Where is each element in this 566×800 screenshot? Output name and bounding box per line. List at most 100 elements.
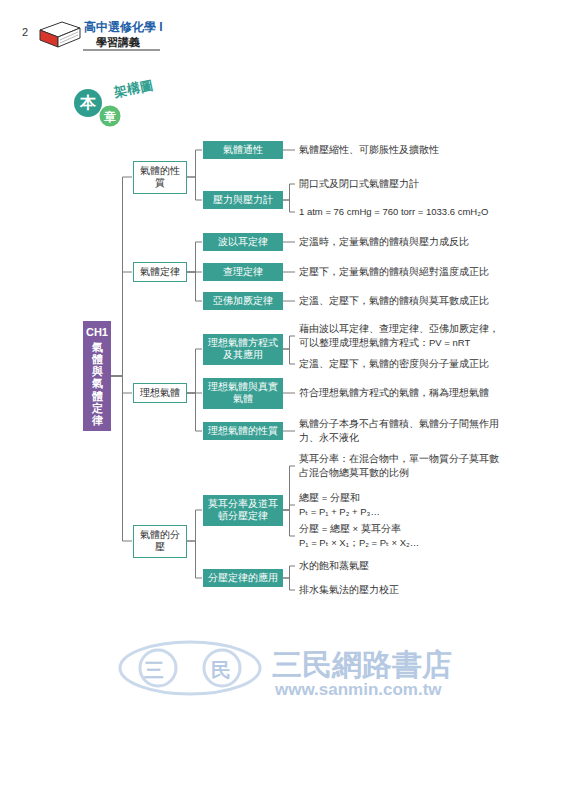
logo-circle (74, 89, 102, 117)
topic-box: 氣體定律 (133, 262, 187, 283)
tree-connector (283, 272, 295, 273)
book-icon (40, 22, 80, 47)
tree-connector (283, 510, 295, 536)
topic-box: 理想氣體 (133, 383, 187, 404)
tree-connector (187, 272, 202, 301)
watermark: 三民網路書店 (272, 645, 452, 686)
note-text: 定壓下，定量氣體的體積與絕對溫度成正比 (299, 265, 511, 279)
subtopic-box: 莫耳分率及道耳頓分壓定律 (203, 495, 283, 526)
box-label: 壓力與壓力計 (206, 194, 280, 207)
tree-connector (111, 272, 132, 376)
watermark-ring (120, 642, 260, 694)
book-front (40, 30, 58, 47)
note-text-block: 1 atm = 76 cmHg = 760 torr = 1033.6 cmH₂… (296, 205, 518, 219)
tree-connector (283, 301, 295, 302)
tree-connector (111, 376, 132, 541)
tree-connector (283, 336, 295, 349)
note-text-block: 開口式及閉口式氣體壓力計 (296, 177, 511, 191)
tree-connector (187, 541, 202, 578)
note-text: 氣體壓縮性、可膨脹性及擴散性 (299, 143, 511, 157)
note-text-block: 定溫、定壓下，氣體的體積與莫耳數成正比 (296, 294, 511, 308)
tree-connector (283, 200, 295, 212)
tree-connector (187, 150, 202, 177)
page-header: 2 (22, 26, 28, 38)
subtopic-box: 分壓定律的應用 (203, 569, 283, 588)
tree-connector (187, 393, 202, 431)
tree-connector (283, 505, 295, 510)
note-text-block: 定壓下，定量氣體的體積與絕對溫度成正比 (296, 265, 511, 279)
watermark-logo (120, 642, 260, 694)
note-text: 水的飽和蒸氣壓 (299, 559, 511, 573)
tree-connector (283, 150, 295, 151)
section-logo-text: 章 (104, 109, 116, 126)
page-line (60, 35, 78, 43)
tree-connector (283, 466, 295, 510)
tree-connector (187, 242, 202, 272)
box-label: 查理定律 (206, 266, 280, 279)
book-pages (58, 28, 80, 47)
note-text: 排水集氣法的壓力校正 (299, 583, 511, 597)
tree-connector (283, 349, 295, 364)
watermark: www.sanmin.com.tw (275, 680, 442, 700)
topic-box: 氣體的性質 (133, 161, 187, 194)
tree-connector (111, 177, 132, 376)
note-text: 1 atm = 76 cmHg = 760 torr = 1033.6 cmH₂… (299, 205, 518, 219)
box-label: 亞佛加厥定律 (206, 295, 280, 308)
note-text: 氣體分子本身不占有體積、氣體分子間無作用力、永不液化 (299, 417, 501, 446)
box-label: 氣體定律 (136, 266, 184, 279)
watermark: 三 (144, 657, 164, 684)
subtopic-box: 壓力與壓力計 (203, 191, 283, 210)
subtopic-box: 亞佛加厥定律 (203, 292, 283, 311)
note-text-block: 水的飽和蒸氣壓 (296, 559, 511, 573)
note-text: 符合理想氣體方程式的氣體，稱為理想氣體 (299, 386, 511, 400)
note-text-block: 定溫時，定量氣體的體積與壓力成反比 (296, 235, 511, 249)
box-label: 理想氣體方程式及其應用 (206, 337, 280, 362)
note-text: 藉由波以耳定律、查理定律、亞佛加厥定律，可以整理成理想氣體方程式：PV = nR… (299, 322, 506, 351)
note-text: 定溫、定壓下，氣體的體積與莫耳數成正比 (299, 294, 511, 308)
tree-connector (187, 349, 202, 393)
box-label: 莫耳分率及道耳頓分壓定律 (206, 498, 280, 523)
subtopic-box: 理想氣體方程式及其應用 (203, 334, 283, 365)
box-label: 波以耳定律 (206, 236, 280, 249)
box-label: 氣體的性質 (136, 165, 184, 190)
page-header: 學習講義 (96, 35, 140, 50)
note-text-block: 莫耳分率：在混合物中，單一物質分子莫耳數占混合物總莫耳數的比例 (296, 452, 501, 481)
note-text-block: 定溫、定壓下，氣體的密度與分子量成正比 (296, 357, 511, 371)
tree-connector (283, 431, 295, 432)
topic-box: 氣體的分壓 (133, 525, 187, 558)
tree-connector (187, 177, 202, 200)
tree-connector (187, 510, 202, 541)
note-text: 總壓 = 分壓和 (299, 491, 501, 505)
note-text-block: 排水集氣法的壓力校正 (296, 583, 511, 597)
watermark-ring (204, 650, 240, 686)
note-text-block: 總壓 = 分壓和Pₜ = P₁ + P₂ + P₃… (296, 491, 501, 520)
note-text: Pₜ = P₁ + P₂ + P₃… (299, 505, 501, 519)
tree-connector (283, 566, 295, 578)
note-text: 開口式及閉口式氣體壓力計 (299, 177, 511, 191)
header-rule (83, 50, 160, 51)
box-label: 分壓定律的應用 (206, 572, 280, 585)
note-text-block: 分壓 = 總壓 × 莫耳分率P₁ = Pₜ × X₁；P₂ = Pₜ × X₂… (296, 522, 501, 551)
note-text-block: 氣體分子本身不占有體積、氣體分子間無作用力、永不液化 (296, 417, 501, 446)
tree-connector (111, 376, 132, 393)
note-text: P₁ = Pₜ × X₁；P₂ = Pₜ × X₂… (299, 536, 501, 550)
box-label: 理想氣體的性質 (206, 425, 280, 438)
note-text: 分壓 = 總壓 × 莫耳分率 (299, 522, 501, 536)
box-label: 氣體的分壓 (136, 529, 184, 554)
subtopic-box: 氣體通性 (203, 141, 283, 160)
box-label: 理想氣體與真實氣體 (206, 381, 280, 406)
note-text-block: 符合理想氣體方程式的氣體，稱為理想氣體 (296, 386, 511, 400)
section-logo-text: 架構圖 (113, 76, 155, 102)
box-label: 氣體與氣體定律 (92, 341, 103, 426)
note-text: 定溫時，定量氣體的體積與壓力成反比 (299, 235, 511, 249)
note-text: 定溫、定壓下，氣體的密度與分子量成正比 (299, 357, 511, 371)
subtopic-box: 查理定律 (203, 263, 283, 282)
box-label: 理想氣體 (136, 387, 184, 400)
subtopic-box: 理想氣體的性質 (203, 422, 283, 441)
section-logo-text: 本 (80, 93, 96, 114)
watermark-ring (140, 650, 176, 686)
subtopic-box: 波以耳定律 (203, 233, 283, 252)
note-text-block: 氣體壓縮性、可膨脹性及擴散性 (296, 143, 511, 157)
tree-connector (283, 242, 295, 243)
note-text: 莫耳分率：在混合物中，單一物質分子莫耳數占混合物總莫耳數的比例 (299, 452, 501, 481)
